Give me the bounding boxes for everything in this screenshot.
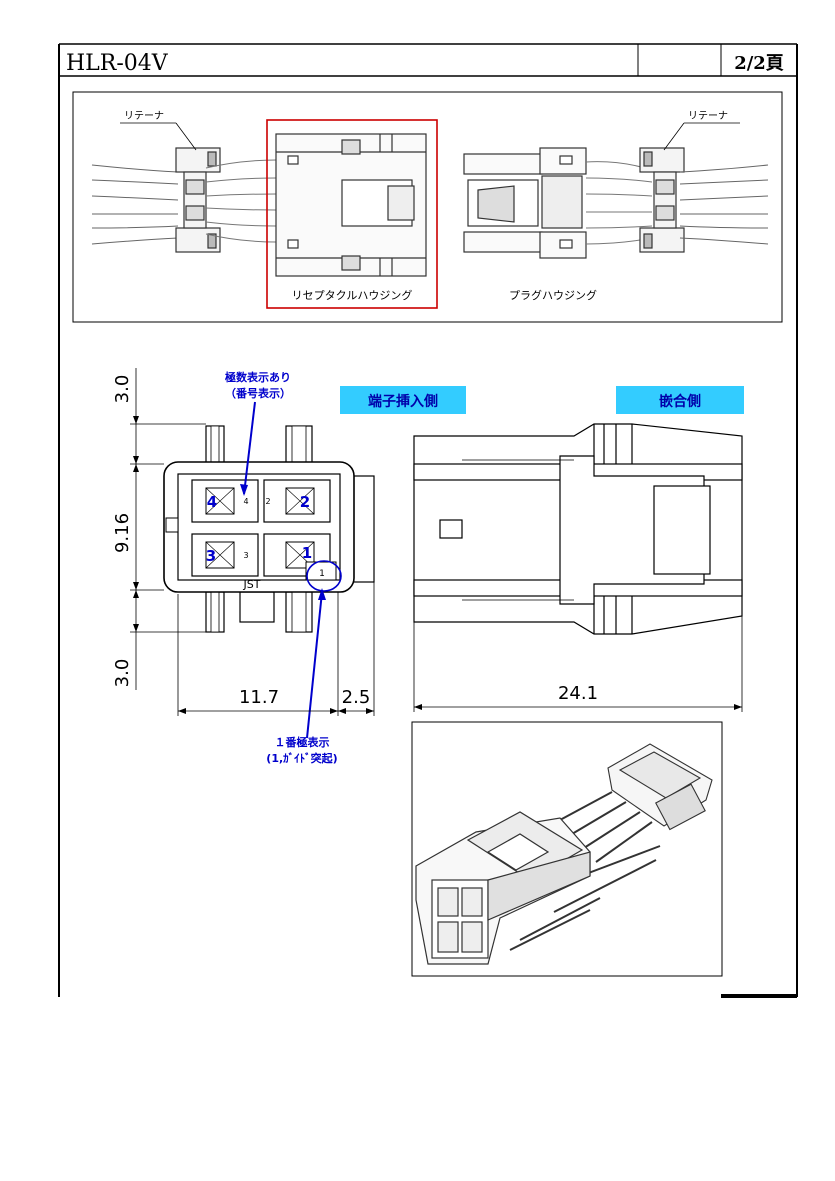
engraved-mark-2: 2 <box>265 497 270 506</box>
dim-9-16: 9.16 <box>112 513 133 553</box>
isometric-view <box>411 721 723 977</box>
engraved-mark-3: 3 <box>243 551 248 560</box>
retainer-left-label: リテーナ <box>124 110 164 122</box>
receptacle-caption: リセプタクルハウジング <box>292 288 413 302</box>
part-number: HLR-04V <box>66 51 169 76</box>
dim-arrows-horizontal-front <box>178 708 374 714</box>
dim-11-7: 11.7 <box>239 687 279 708</box>
retainer-left <box>175 147 221 253</box>
overview-panel: リテーナ リセプタクルハウジング <box>72 91 783 323</box>
horizontal-dimensions-front <box>177 582 375 716</box>
engraved-mark-1: 1 <box>319 569 325 579</box>
wires-left <box>91 164 179 245</box>
pin1-note-line2: (1,ｶﾞｲﾄﾞ突起) <box>266 751 337 765</box>
label-mate-side: 嵌合側 <box>659 393 701 410</box>
pole-note-line2: （番号表示） <box>225 386 291 400</box>
pin-label-3: 3 <box>206 547 216 565</box>
dim-2-5: 2.5 <box>342 687 371 708</box>
retainer-right <box>639 147 685 253</box>
dim-24-1: 24.1 <box>558 683 598 704</box>
pin-label-4: 4 <box>207 493 217 511</box>
sheet-frame <box>58 43 798 998</box>
pin1-note-line1: １番極表示 <box>275 735 330 749</box>
front-view <box>163 425 375 633</box>
side-view <box>413 423 743 635</box>
pole-note-line1: 極数表示あり <box>224 370 291 384</box>
label-insert-side: 端子挿入側 <box>368 393 438 410</box>
side-dimension <box>413 616 743 712</box>
plug-housing <box>463 147 587 259</box>
wires-right <box>679 164 769 245</box>
pin-label-1: 1 <box>302 544 312 562</box>
pin-label-2: 2 <box>300 493 310 511</box>
engraved-mark-4: 4 <box>243 497 248 506</box>
retainer-right-label: リテーナ <box>688 110 728 122</box>
pin-number-labels: 4 2 3 1 <box>206 493 312 565</box>
dim-arrows-vertical <box>133 416 139 632</box>
receptacle-housing <box>275 133 427 277</box>
page-number: 2/2頁 <box>734 53 784 74</box>
dim-top-3-0: 3.0 <box>112 375 133 404</box>
dim-bottom-3-0: 3.0 <box>112 659 133 688</box>
pin1-note-arrow <box>306 591 323 739</box>
plug-caption: プラグハウジング <box>509 288 597 302</box>
receptacle-highlight-box <box>266 119 438 309</box>
label-insert-side-bg <box>340 386 466 414</box>
label-mate-side-bg <box>616 386 744 414</box>
maker-mark: JST <box>243 578 261 591</box>
wires-mid-left <box>205 159 277 243</box>
pin1-highlight-circle <box>306 560 342 592</box>
pole-note-arrow <box>243 401 256 495</box>
